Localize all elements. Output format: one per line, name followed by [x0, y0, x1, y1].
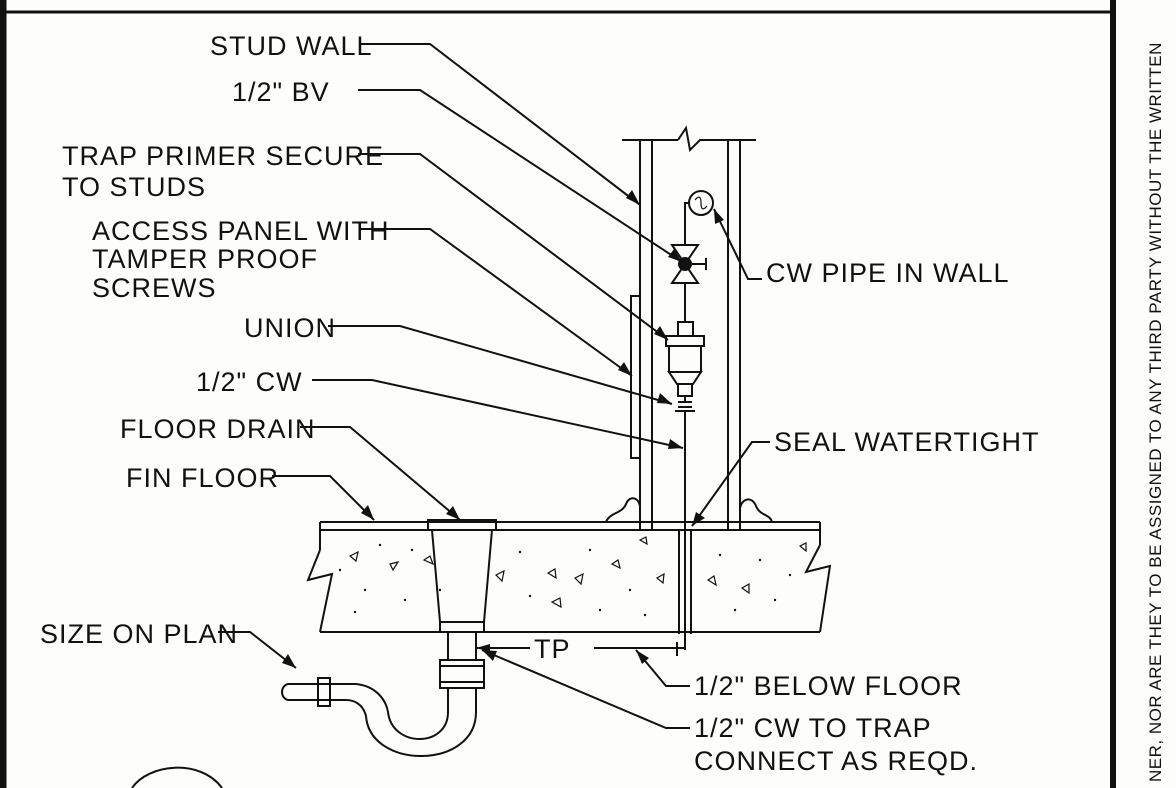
label-seal-watertight: SEAL WATERTIGHT	[774, 427, 1040, 457]
label-cw-to-trap-2: CONNECT AS REQD.	[694, 746, 978, 776]
trap-primer-assembly	[665, 190, 714, 650]
leader-lines	[218, 43, 770, 729]
label-floor-drain: FLOOR DRAIN	[120, 414, 316, 444]
label-access-panel-3: SCREWS	[92, 273, 217, 303]
annotation-labels: STUD WALL 1/2" BV TRAP PRIMER SECURE TO …	[40, 31, 1040, 776]
concrete-aggregate	[338, 536, 807, 617]
concrete-slab	[306, 521, 832, 633]
floor-drain	[281, 519, 497, 757]
label-fin-floor: FIN FLOOR	[126, 463, 279, 493]
label-trap-primer-2: TO STUDS	[62, 172, 206, 202]
label-below-floor: 1/2" BELOW FLOOR	[694, 671, 963, 701]
label-access-panel-2: TAMPER PROOF	[92, 244, 318, 274]
detail-bubble	[131, 766, 223, 788]
margin-legal-note: NER, NOR ARE THEY TO BE ASSIGNED TO ANY …	[1146, 42, 1165, 782]
label-access-panel-1: ACCESS PANEL WITH	[92, 216, 390, 246]
label-cw-half: 1/2" CW	[196, 367, 303, 397]
label-size-on-plan: SIZE ON PLAN	[40, 619, 238, 649]
label-tp: TP	[534, 634, 571, 664]
label-trap-primer-1: TRAP PRIMER SECURE	[62, 141, 384, 171]
label-stud-wall: STUD WALL	[210, 31, 373, 61]
label-ball-valve: 1/2" BV	[232, 77, 330, 107]
access-panel	[630, 295, 641, 459]
ball-valve-icon	[670, 244, 700, 266]
label-cw-pipe-in-wall: CW PIPE IN WALL	[766, 258, 1010, 288]
trap-primer-icon	[677, 321, 694, 337]
tp-line	[476, 642, 685, 656]
label-union: UNION	[244, 313, 336, 343]
trap-inlet-fitting	[439, 659, 485, 689]
label-cw-to-trap-1: 1/2" CW TO TRAP	[694, 713, 932, 743]
drawing-border	[0, 0, 1116, 788]
